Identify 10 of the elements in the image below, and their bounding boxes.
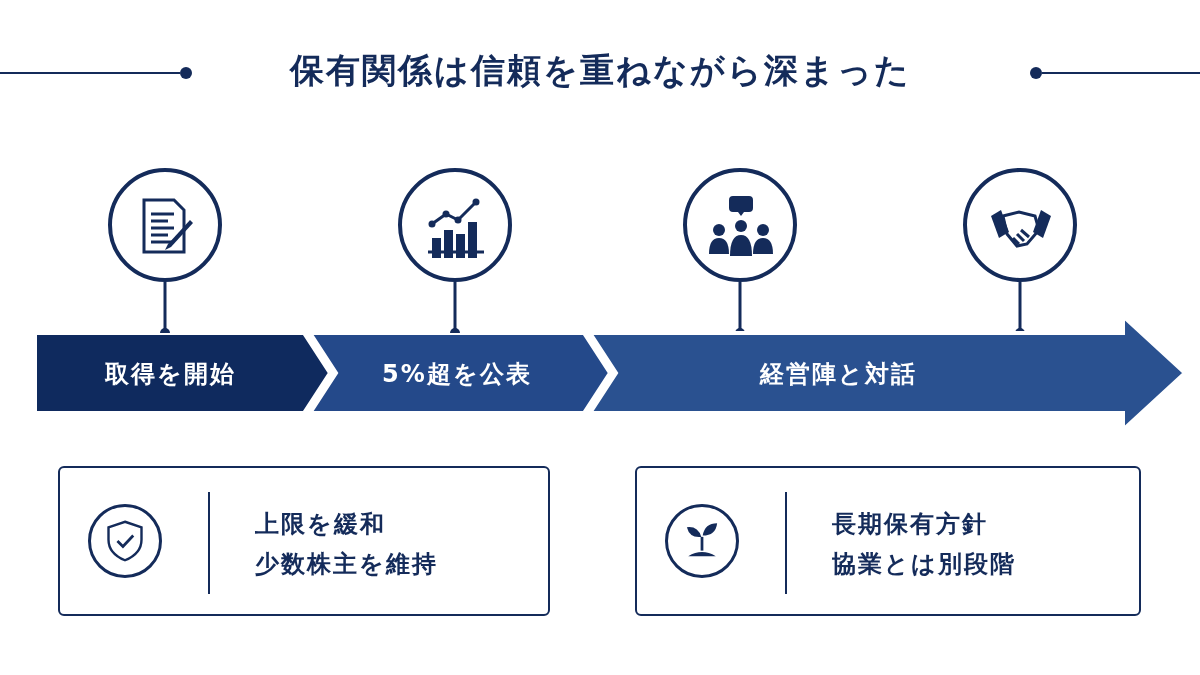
step-label: 取得を開始 bbox=[105, 359, 236, 390]
info-card bbox=[58, 466, 550, 616]
title: 保有関係は信頼を重ねながら深まった bbox=[289, 49, 911, 92]
card-text: 長期保有方針 bbox=[832, 509, 989, 540]
info-card bbox=[635, 466, 1141, 616]
card-text: 少数株主を維持 bbox=[255, 549, 438, 580]
card-text: 協業とは別段階 bbox=[832, 549, 1016, 580]
step-label: 5%超を公表 bbox=[382, 359, 532, 390]
card-text: 上限を緩和 bbox=[255, 509, 387, 540]
step-label: 経営陣と対話 bbox=[760, 359, 917, 390]
